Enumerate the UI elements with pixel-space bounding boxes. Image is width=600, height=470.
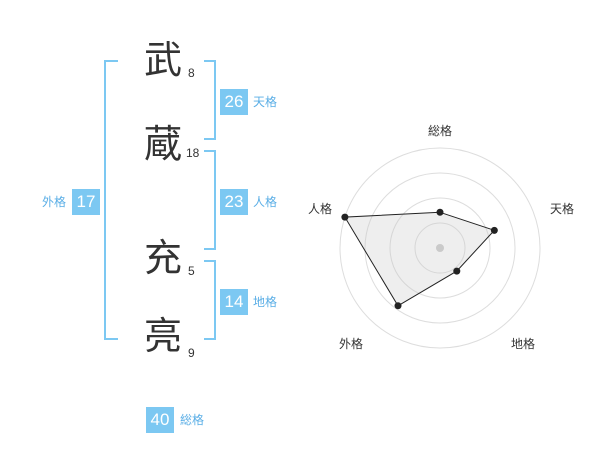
radar-polygon (344, 211, 496, 307)
tenkaku-bracket (204, 60, 216, 140)
stroke-count-2: 18 (186, 146, 200, 160)
chikaku-bracket (204, 260, 216, 340)
stroke-count-3: 5 (188, 264, 195, 278)
stroke-count-1: 8 (188, 66, 195, 80)
soukaku-label: 総格 (180, 413, 205, 427)
chikaku-value: 14 (220, 289, 248, 315)
radar-point-4 (394, 302, 402, 310)
name-char-1: 武 (143, 38, 182, 82)
name-char-4: 亮 (143, 314, 182, 358)
name-char-2: 蔵 (143, 122, 182, 166)
radar-point-1 (436, 208, 444, 216)
radar-ring (414, 222, 466, 274)
radar-point-2 (490, 226, 498, 234)
radar-center-dot (436, 244, 444, 252)
gaikaku-value: 17 (72, 189, 100, 215)
stroke-count-4: 9 (188, 346, 195, 360)
tenkaku-label: 天格 (253, 95, 278, 109)
radar-ring (339, 147, 541, 349)
radar-point-3 (453, 267, 461, 275)
radar-label-tenkaku: 天格 (550, 202, 575, 216)
name-char-3: 充 (143, 236, 182, 280)
jinkaku-bracket (204, 150, 216, 250)
radar-point-5 (341, 213, 349, 221)
chikaku-label: 地格 (253, 295, 278, 309)
jinkaku-label: 人格 (253, 195, 278, 209)
radar-label-gaikaku: 外格 (339, 337, 364, 351)
radar-ring (389, 197, 491, 299)
soukaku-value: 40 (146, 407, 174, 433)
tenkaku-value: 26 (220, 89, 248, 115)
jinkaku-value: 23 (220, 189, 248, 215)
radar-label-soukaku: 総格 (428, 124, 453, 138)
gaikaku-bracket (104, 60, 118, 340)
radar-label-chikaku: 地格 (511, 337, 536, 351)
gaikaku-label: 外格 (42, 195, 67, 209)
radar-ring (364, 172, 516, 324)
radar-label-jinkaku: 人格 (308, 202, 333, 216)
